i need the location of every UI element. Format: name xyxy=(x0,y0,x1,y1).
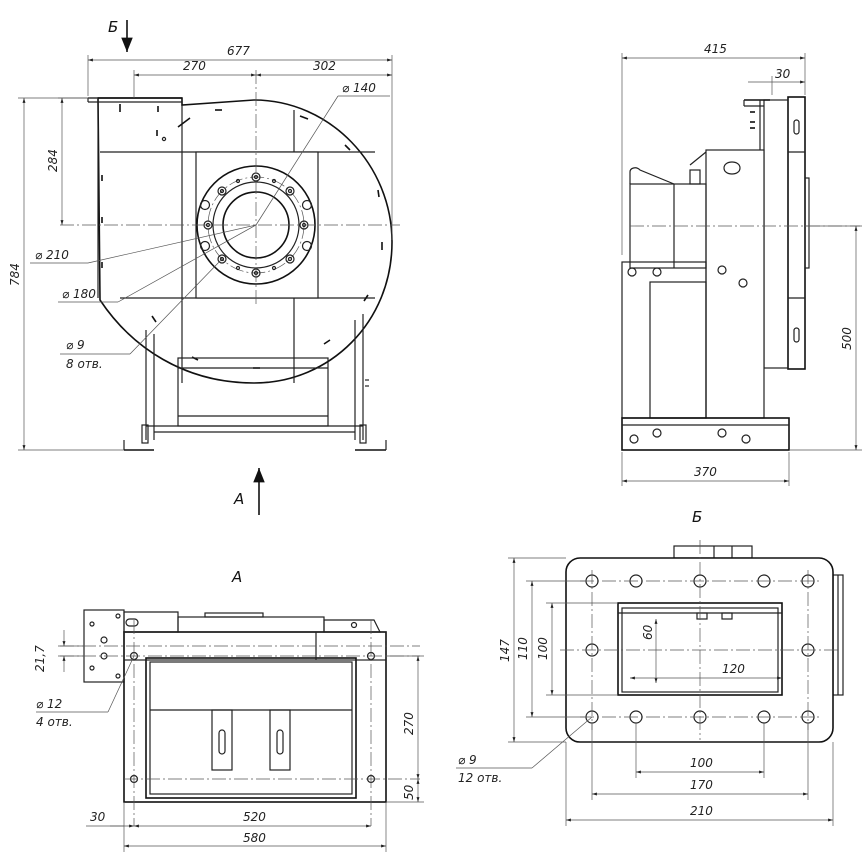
view-a: А xyxy=(33,568,424,852)
label-d180: ⌀ 180 xyxy=(62,287,96,301)
dim-120: 120 xyxy=(722,662,745,676)
view-b: Б xyxy=(456,508,844,826)
dim-100-v: 100 xyxy=(536,637,550,660)
view-b-title: Б xyxy=(692,508,702,526)
side-base xyxy=(621,417,790,451)
dim-784: 784 xyxy=(8,263,22,286)
label-d140: ⌀ 140 xyxy=(342,81,376,95)
label-holes8: 8 отв. xyxy=(66,357,103,371)
dim-30-a: 30 xyxy=(90,810,106,824)
volute-housing xyxy=(97,97,393,384)
view-a-marker: А xyxy=(233,490,244,508)
dim-21-7: 21,7 xyxy=(33,645,47,672)
dim-302: 302 xyxy=(313,59,336,73)
side-view: 415 30 xyxy=(621,42,862,486)
label-d210: ⌀ 210 xyxy=(35,248,69,262)
front-view: Б xyxy=(8,18,400,515)
dim-170: 170 xyxy=(690,778,713,792)
dim-60: 60 xyxy=(641,624,655,640)
housing-side-wall xyxy=(763,99,789,369)
dim-415: 415 xyxy=(704,42,727,56)
dim-50: 50 xyxy=(402,784,416,800)
dim-270-a: 270 xyxy=(402,712,416,735)
label-d12: ⌀ 12 xyxy=(36,697,62,711)
dim-677: 677 xyxy=(227,44,250,58)
dim-580: 580 xyxy=(243,831,266,845)
dim-270: 270 xyxy=(183,59,206,73)
dim-500: 500 xyxy=(840,327,854,350)
dim-30: 30 xyxy=(775,67,791,81)
side-frame xyxy=(621,261,707,419)
view-b-marker: Б xyxy=(108,18,118,36)
label-d9: ⌀ 9 xyxy=(66,338,85,352)
dim-110: 110 xyxy=(516,637,530,660)
view-a-title: А xyxy=(231,568,242,586)
motor-plate xyxy=(705,149,765,419)
dim-147: 147 xyxy=(498,639,512,662)
label-d9-b: ⌀ 9 xyxy=(458,753,477,767)
dim-520: 520 xyxy=(243,810,266,824)
dim-100-h: 100 xyxy=(690,756,713,770)
dim-210: 210 xyxy=(690,804,713,818)
label-holes12: 12 отв. xyxy=(458,771,502,785)
label-holes4: 4 отв. xyxy=(36,715,73,729)
dim-370: 370 xyxy=(694,465,717,479)
dim-284: 284 xyxy=(46,149,60,172)
